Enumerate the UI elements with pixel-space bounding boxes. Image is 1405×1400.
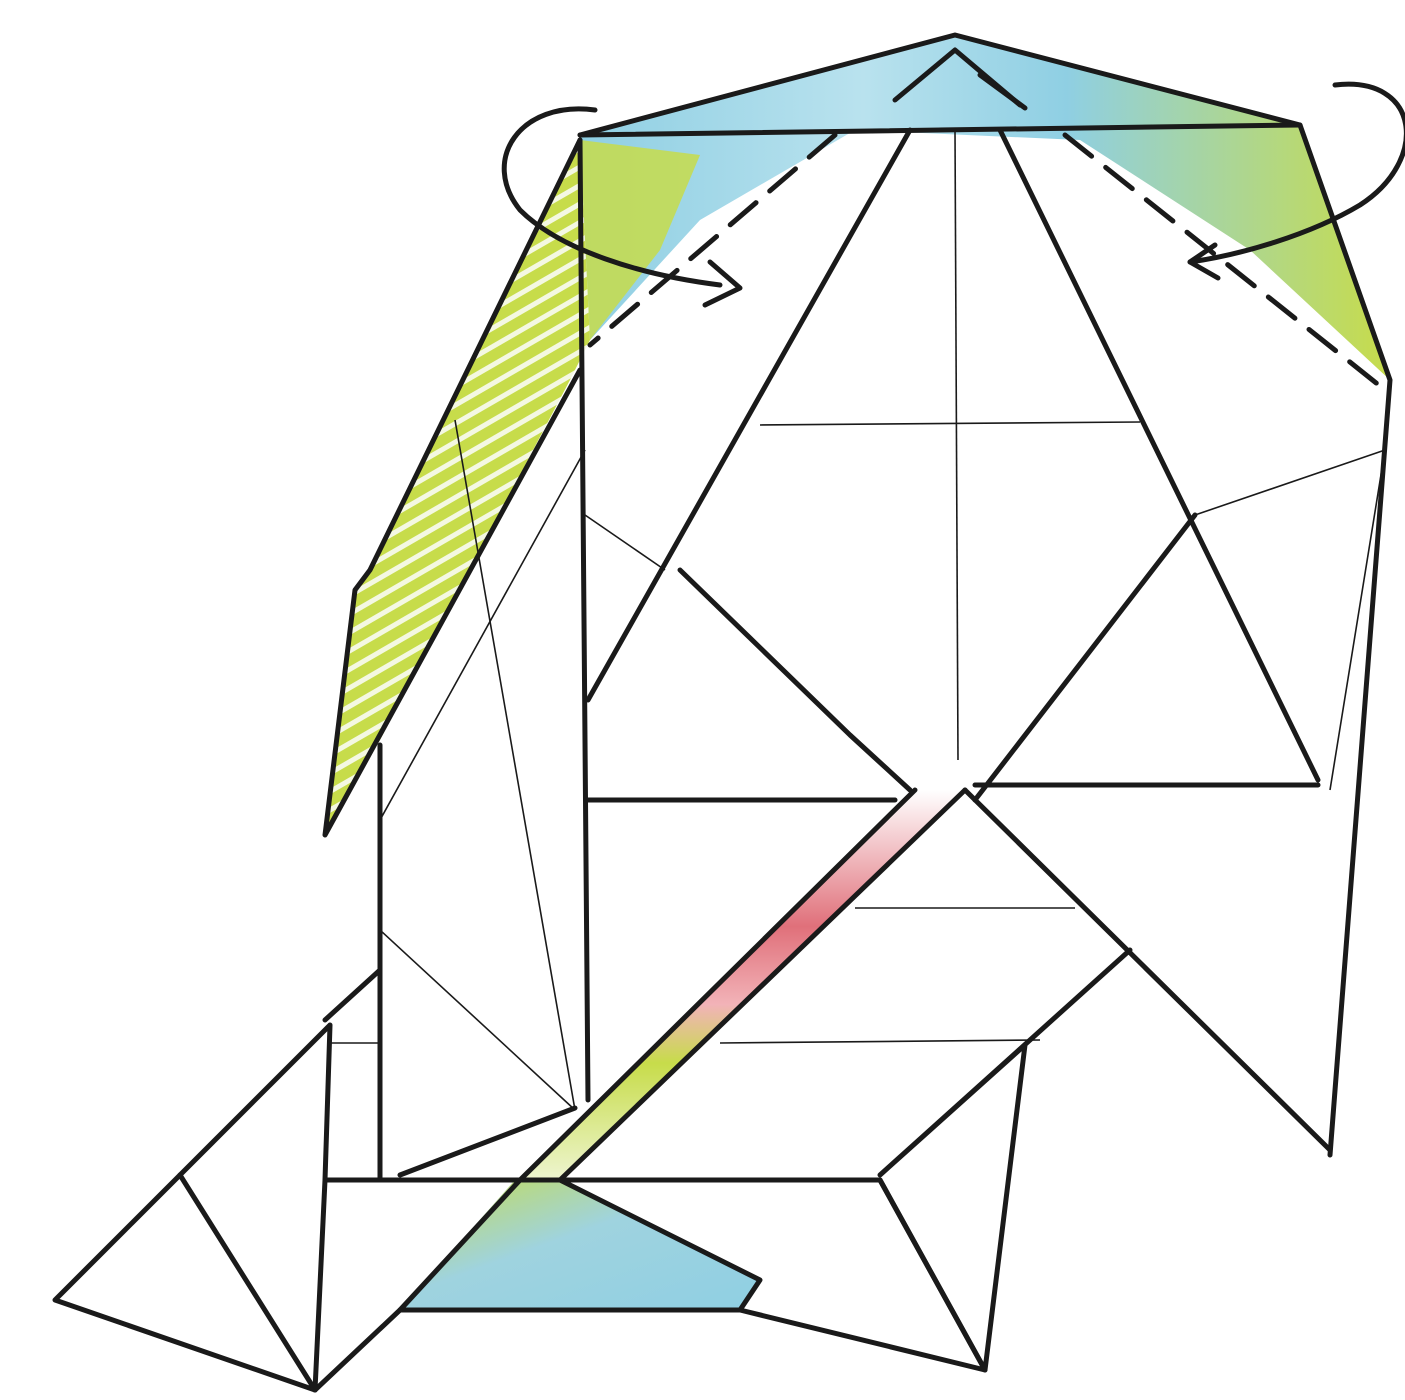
bottom-right-point — [740, 1180, 985, 1370]
top-flap-colored — [580, 35, 1390, 380]
crease-line — [1330, 450, 1385, 790]
diagonal-strip-edge — [560, 790, 965, 1180]
crease-line — [1195, 450, 1385, 515]
left-strip-lime-accent — [580, 140, 700, 340]
left-foot — [325, 970, 380, 1180]
left-strip-colored — [325, 140, 590, 835]
left-foot-connector — [315, 1310, 400, 1390]
left-foot-triangle — [55, 1025, 330, 1390]
inner-square-right — [975, 515, 1195, 800]
crease-line — [585, 515, 665, 570]
crease-line — [760, 422, 1140, 425]
crease-line — [380, 930, 575, 1110]
crease-line — [455, 420, 575, 1110]
crease-line — [955, 130, 958, 760]
model-outline — [55, 35, 1390, 1390]
left-foot-crease — [180, 1175, 315, 1390]
crease-lines — [330, 130, 1385, 1110]
crease-line — [720, 1040, 1040, 1043]
diagonal-strip-edge — [520, 790, 915, 1180]
bottom-flap-colored — [400, 1180, 760, 1310]
inner-square-left — [680, 570, 910, 790]
